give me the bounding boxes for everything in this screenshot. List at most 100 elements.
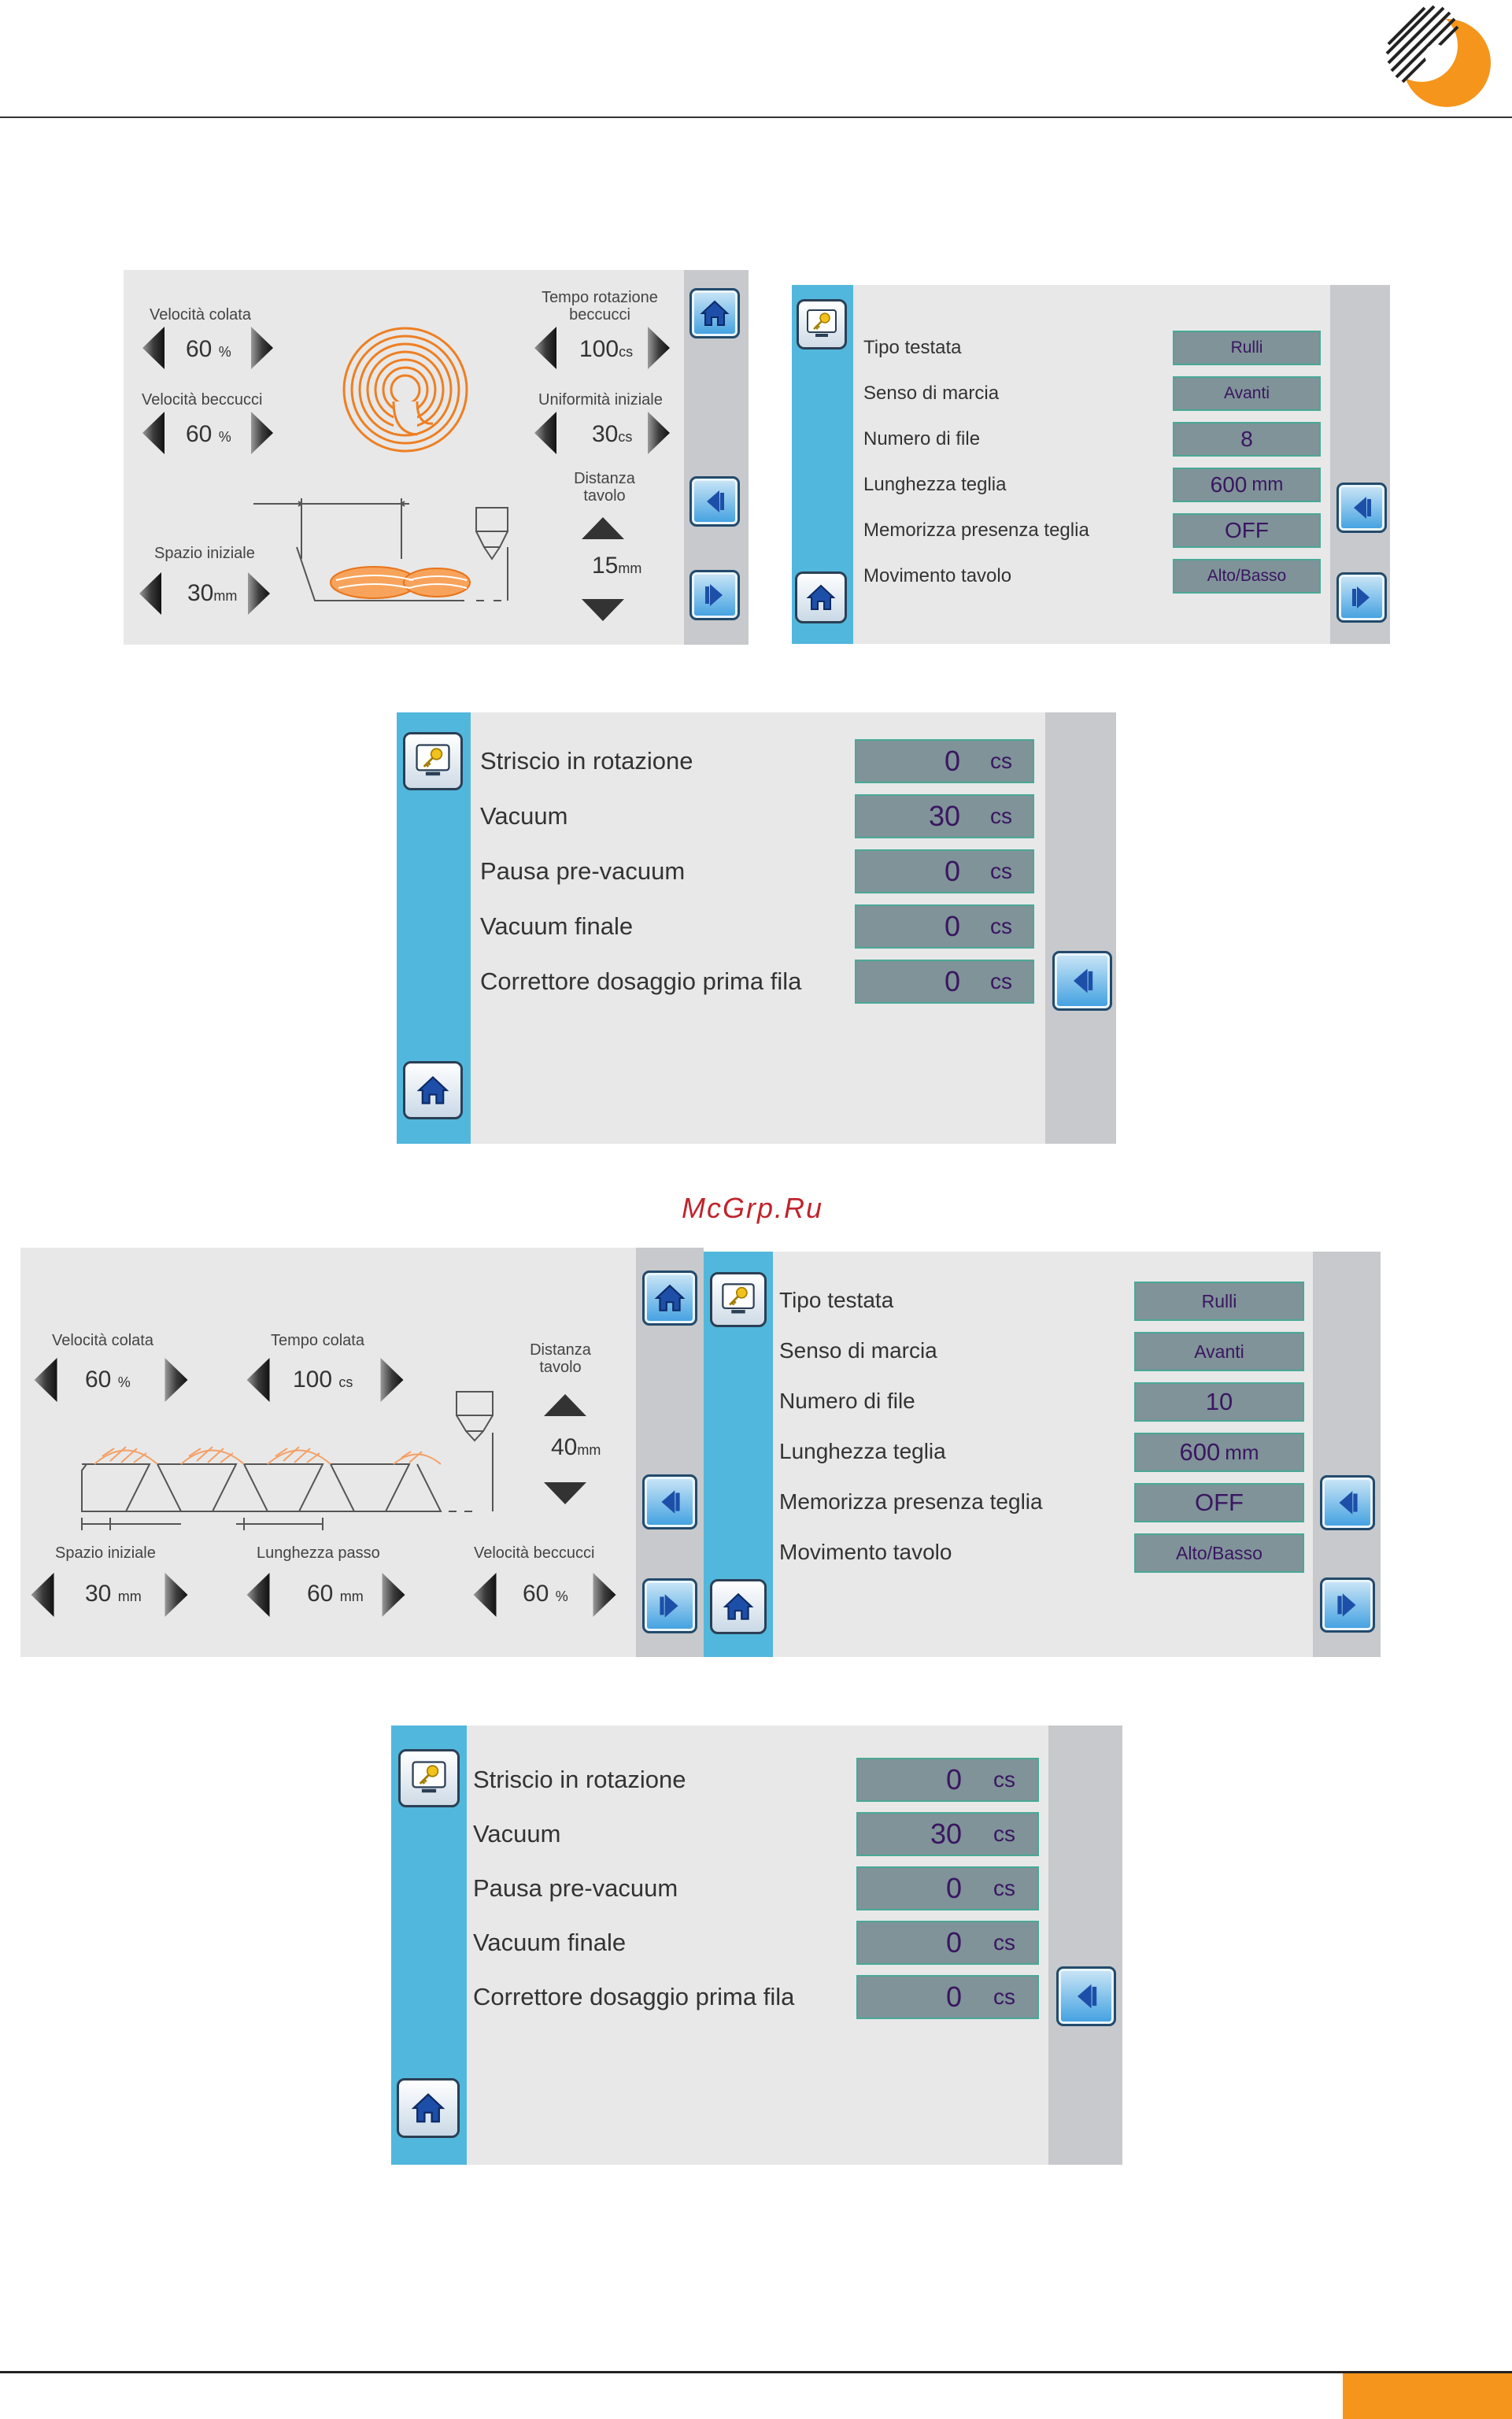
header-rule (0, 117, 1512, 118)
company-logo (1377, 0, 1495, 110)
screen5-row-value: Avanti (1194, 1341, 1244, 1362)
vel-colata-decrease-button[interactable] (142, 326, 165, 370)
vel-beccucci-increase-button[interactable] (250, 411, 274, 455)
s4-spazio-iniziale-increase-button[interactable] (164, 1572, 189, 1618)
screen3-row-label: Striscio in rotazione (480, 747, 693, 775)
screen2-row-value-field[interactable]: Avanti (1173, 376, 1321, 411)
distanza-decrease-button[interactable] (581, 598, 625, 622)
screen4-back-button[interactable] (642, 1474, 697, 1529)
screen6-navbar (1048, 1725, 1122, 2165)
screen2-row-value-field[interactable]: 8 (1173, 422, 1321, 457)
screen4-forward-button[interactable] (642, 1578, 697, 1633)
screen2-row-value-field[interactable]: Rulli (1173, 331, 1321, 365)
vel-colata-increase-button[interactable] (250, 326, 274, 370)
screen2-forward-button[interactable] (1336, 572, 1387, 623)
key-monitor-icon (413, 742, 453, 781)
screen6-row-label: Vacuum (473, 1820, 561, 1848)
vel-beccucci-decrease-button[interactable] (142, 411, 165, 455)
s4-vel-beccucci-value: 60 % (523, 1581, 568, 1607)
screen5-row-value-field[interactable]: OFF (1134, 1483, 1304, 1522)
screen3-row-unit: cs (990, 914, 1012, 938)
forward-icon (1346, 582, 1377, 613)
tempo-rotazione-decrease-button[interactable] (534, 326, 557, 370)
uniformita-decrease-button[interactable] (534, 411, 557, 455)
screen2-row-label: Lunghezza teglia (863, 474, 1007, 495)
screen5-row-value: OFF (1195, 1489, 1244, 1516)
screen3-row-label: Pausa pre-vacuum (480, 857, 686, 885)
s4-spazio-iniziale-value: 30 mm (85, 1581, 142, 1607)
s4-vel-beccucci-label: Velocità beccucci (474, 1544, 595, 1562)
s4-distanza-increase-button[interactable] (543, 1393, 587, 1417)
tempo-colata-value: 100 cs (293, 1367, 353, 1393)
screen6-row-label: Striscio in rotazione (473, 1766, 686, 1793)
screen1-home-button[interactable] (689, 288, 740, 338)
home-icon (410, 2090, 446, 2126)
screen2-row-value-field[interactable]: Alto/Basso (1173, 559, 1321, 594)
s4-vel-colata-label: Velocità colata (52, 1332, 153, 1349)
vel-colata-value: 60 % (186, 336, 231, 362)
screen6-back-button[interactable] (1056, 1966, 1116, 2026)
screen5-row-value-field[interactable]: Avanti (1134, 1332, 1304, 1371)
screen6-row-label: Vacuum finale (473, 1929, 627, 1956)
screen6-home-button[interactable] (397, 2078, 460, 2138)
tempo-colata-label: Tempo colata (271, 1332, 364, 1349)
home-icon (722, 1590, 755, 1623)
screen1-forward-button[interactable] (689, 570, 740, 620)
screen5-home-button[interactable] (710, 1579, 767, 1634)
s4-vel-beccucci-increase-button[interactable] (592, 1572, 617, 1618)
screen4-home-button[interactable] (642, 1271, 697, 1326)
spazio-iniziale-decrease-button[interactable] (139, 571, 162, 616)
s4-vel-colata-decrease-button[interactable] (33, 1357, 58, 1403)
screen2-back-button[interactable] (1336, 483, 1387, 533)
screen2-row-label: Tipo testata (863, 337, 962, 358)
home-icon (805, 582, 837, 613)
s4-spazio-iniziale-decrease-button[interactable] (30, 1572, 55, 1618)
screen1-back-button[interactable] (689, 476, 740, 527)
key-monitor-icon (804, 307, 839, 342)
s4-vel-beccucci-decrease-button[interactable] (472, 1572, 497, 1618)
distanza-value: 15mm (592, 553, 642, 579)
screen3-row-value: 0 (944, 745, 960, 777)
screen3-settings-button[interactable] (403, 732, 463, 790)
screen5-row-value-field[interactable]: Alto/Basso (1134, 1533, 1304, 1573)
screen5-forward-button[interactable] (1320, 1578, 1375, 1633)
screen2-row-value-field[interactable]: OFF (1173, 513, 1321, 548)
screen3-row-unit: cs (990, 804, 1012, 828)
screen5-settings-button[interactable] (710, 1272, 767, 1327)
screen3-home-button[interactable] (403, 1061, 463, 1119)
screen2-row-value: Alto/Basso (1207, 567, 1287, 585)
lunghezza-passo-decrease-button[interactable] (246, 1572, 271, 1618)
uniformita-value: 30cs (592, 421, 633, 447)
screen6-row-unit: cs (993, 1822, 1015, 1846)
vel-colata-label: Velocità colata (150, 306, 251, 324)
screen3-row-value-field[interactable]: 0 cs (855, 960, 1034, 1004)
screen2-settings-button[interactable] (797, 299, 847, 350)
screen5-back-button[interactable] (1320, 1475, 1375, 1530)
screen5-row-value-field[interactable]: Rulli (1134, 1282, 1304, 1321)
tempo-rotazione-increase-button[interactable] (647, 326, 671, 370)
screen2-row-value: Rulli (1230, 338, 1263, 357)
lunghezza-passo-increase-button[interactable] (381, 1572, 406, 1618)
distanza-increase-button[interactable] (581, 516, 625, 540)
uniformita-increase-button[interactable] (647, 411, 671, 455)
s4-distanza-decrease-button[interactable] (543, 1481, 587, 1505)
lunghezza-passo-value: 60 mm (307, 1581, 364, 1607)
screen2-home-button[interactable] (795, 571, 847, 623)
screen3-row-value: 0 (944, 965, 960, 997)
screen3-back-button[interactable] (1052, 951, 1112, 1011)
screen3-row-unit: cs (990, 969, 1012, 993)
screen5-row-value-field[interactable]: 10 (1134, 1382, 1304, 1422)
screen6-settings-button[interactable] (398, 1749, 460, 1807)
